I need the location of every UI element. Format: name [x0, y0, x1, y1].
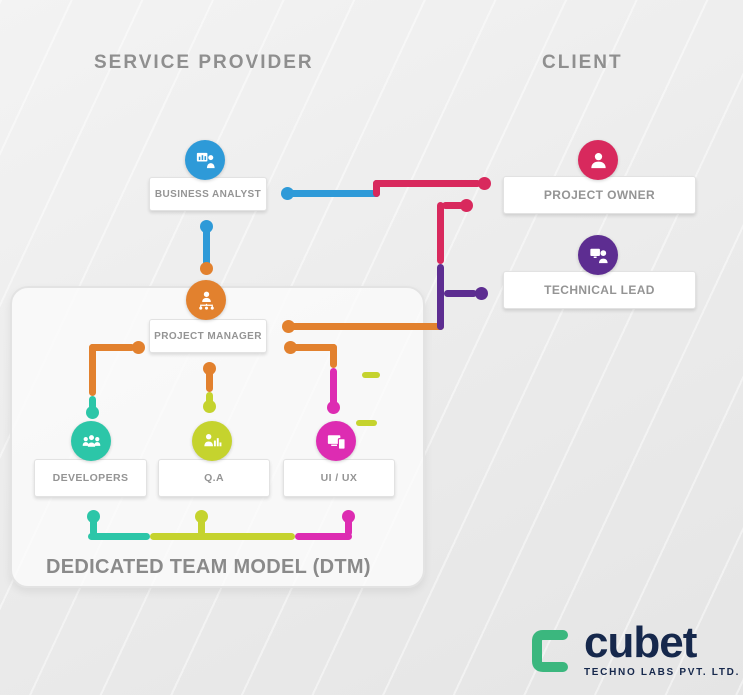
- project-manager-label: PROJECT MANAGER: [154, 330, 262, 342]
- dtm-title: DEDICATED TEAM MODEL (DTM): [46, 556, 371, 578]
- pm-tl-purple-spur: [444, 290, 477, 297]
- yellow-dash-1: [362, 372, 380, 378]
- technical-lead-label: TECHNICAL LEAD: [544, 283, 655, 297]
- uiux-box: UI / UX: [283, 459, 395, 497]
- technical-lead-box: TECHNICAL LEAD: [503, 271, 696, 309]
- pm-po-crimson-dot: [460, 199, 473, 212]
- pm-qa-yellow-vline: [206, 392, 213, 404]
- ba-pm-orange-dot: [200, 262, 213, 275]
- qa-label: Q.A: [204, 472, 224, 484]
- project-owner-box: PROJECT OWNER: [503, 176, 696, 214]
- bottom-magenta-hline: [295, 533, 352, 540]
- pm-uiux-orange-vline: [330, 344, 337, 368]
- pm-po-crimson-spur: [442, 202, 464, 209]
- technical-lead-icon: [578, 235, 618, 275]
- project-manager-icon: [186, 280, 226, 320]
- pm-tl-purple-vline: [437, 264, 444, 330]
- service-provider-heading: SERVICE PROVIDER: [94, 52, 314, 73]
- ba-po-crimson-dot: [478, 177, 491, 190]
- ba-po-crimson-step: [373, 180, 380, 197]
- qa-box: Q.A: [158, 459, 270, 497]
- cubet-logo: cubet TECHNO LABS PVT. LTD.: [527, 620, 740, 681]
- bottom-teal-stub: [90, 517, 97, 536]
- bottom-magenta-dot: [342, 510, 355, 523]
- ba-po-crimson-line: [373, 180, 481, 187]
- developers-icon: [71, 421, 111, 461]
- yellow-dash-2: [356, 420, 377, 426]
- bottom-magenta-stub: [345, 517, 352, 536]
- cubet-logo-text: cubet TECHNO LABS PVT. LTD.: [584, 618, 741, 679]
- pm-tl-purple-dot: [475, 287, 488, 300]
- pm-qa-orange-vline: [206, 368, 213, 392]
- pm-uiux-magenta-vline: [330, 368, 337, 406]
- pm-po-crimson-vline: [437, 202, 444, 264]
- bottom-teal-hline: [88, 533, 150, 540]
- developers-label: DEVELOPERS: [52, 472, 129, 484]
- bottom-yellow-stub: [198, 517, 205, 536]
- client-heading: CLIENT: [542, 52, 623, 73]
- pm-uiux-orange-hline: [291, 344, 337, 351]
- bottom-yellow-hline: [150, 533, 295, 540]
- cubet-logo-subtitle: TECHNO LABS PVT. LTD.: [584, 667, 741, 678]
- pm-dev-teal-vline: [89, 396, 96, 410]
- pm-dev-orange-hline: [89, 344, 135, 351]
- pm-dev-teal-dot: [86, 406, 99, 419]
- cubet-c-icon: [527, 626, 577, 681]
- uiux-label: UI / UX: [320, 472, 358, 484]
- project-manager-box: PROJECT MANAGER: [149, 319, 267, 353]
- cubet-logo-name: cubet: [584, 618, 697, 667]
- pm-dev-orange-dot: [132, 341, 145, 354]
- business-analyst-label: BUSINESS ANALYST: [154, 188, 262, 200]
- project-owner-icon: [578, 140, 618, 180]
- developers-box: DEVELOPERS: [34, 459, 147, 497]
- pm-dev-orange-vline: [89, 344, 96, 396]
- project-owner-label: PROJECT OWNER: [543, 188, 656, 202]
- pm-client-orange-line: [289, 323, 444, 330]
- pm-uiux-magenta-dot: [327, 401, 340, 414]
- uiux-icon: [316, 421, 356, 461]
- business-analyst-box: BUSINESS ANALYST: [149, 177, 267, 211]
- qa-icon: [192, 421, 232, 461]
- ba-po-blue-line: [287, 190, 380, 197]
- business-analyst-icon: [185, 140, 225, 180]
- ba-pm-blue-line: [203, 226, 210, 266]
- pm-qa-yellow-dot: [203, 400, 216, 413]
